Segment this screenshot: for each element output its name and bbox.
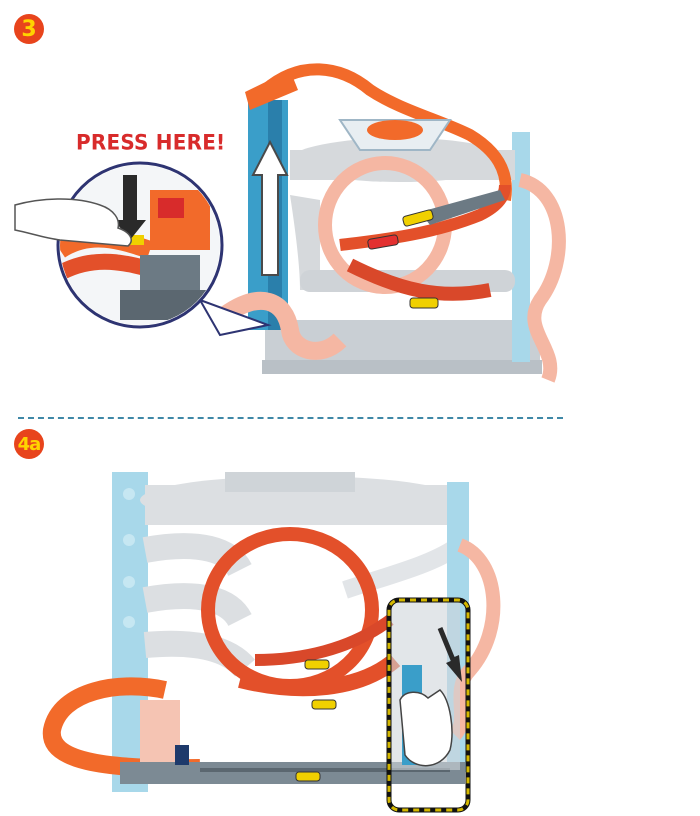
garage-base bbox=[120, 762, 465, 784]
down-arrow-icon bbox=[114, 175, 146, 240]
gray-ramp bbox=[420, 190, 505, 225]
tower-level-icon bbox=[123, 576, 135, 588]
tower-level-icon bbox=[123, 534, 135, 546]
right-tower bbox=[512, 132, 530, 362]
tower-level-icon bbox=[123, 616, 135, 628]
top-track bbox=[261, 63, 512, 201]
faded-track bbox=[219, 291, 347, 360]
tower-level-icon bbox=[123, 488, 135, 500]
step-4a-badge: 4a bbox=[14, 429, 44, 459]
main-track bbox=[238, 653, 401, 697]
garage-door bbox=[175, 745, 189, 765]
spiral-track bbox=[449, 538, 501, 740]
logo-flame bbox=[367, 120, 423, 140]
upper-track bbox=[254, 615, 394, 666]
car-icon bbox=[295, 771, 321, 782]
car-icon bbox=[402, 209, 434, 227]
car-icon bbox=[409, 297, 439, 309]
press-here-callout: PRESS HERE! bbox=[76, 129, 226, 155]
hand-icon bbox=[399, 689, 453, 767]
arrow-shaft bbox=[437, 627, 461, 673]
garage-base bbox=[265, 320, 540, 370]
up-arrow-icon bbox=[251, 139, 289, 276]
ramp-left bbox=[290, 195, 320, 290]
car-icon bbox=[367, 234, 399, 250]
car-icon bbox=[304, 659, 330, 670]
ramp-level bbox=[142, 533, 252, 577]
garage-base-edge bbox=[262, 360, 542, 374]
right-ramp bbox=[342, 540, 461, 599]
base-track-line bbox=[200, 768, 450, 772]
hand-icon bbox=[14, 198, 132, 247]
spiral-track bbox=[517, 173, 566, 383]
ramp-level bbox=[142, 583, 252, 627]
section-divider bbox=[18, 417, 563, 419]
tower-top bbox=[245, 70, 298, 110]
lower-track bbox=[346, 258, 492, 301]
step-3-badge: 3 bbox=[14, 14, 44, 44]
sign-base bbox=[225, 472, 355, 492]
highlight-box bbox=[387, 598, 470, 812]
car-icon bbox=[311, 699, 337, 710]
zoom-pointer bbox=[197, 298, 272, 337]
